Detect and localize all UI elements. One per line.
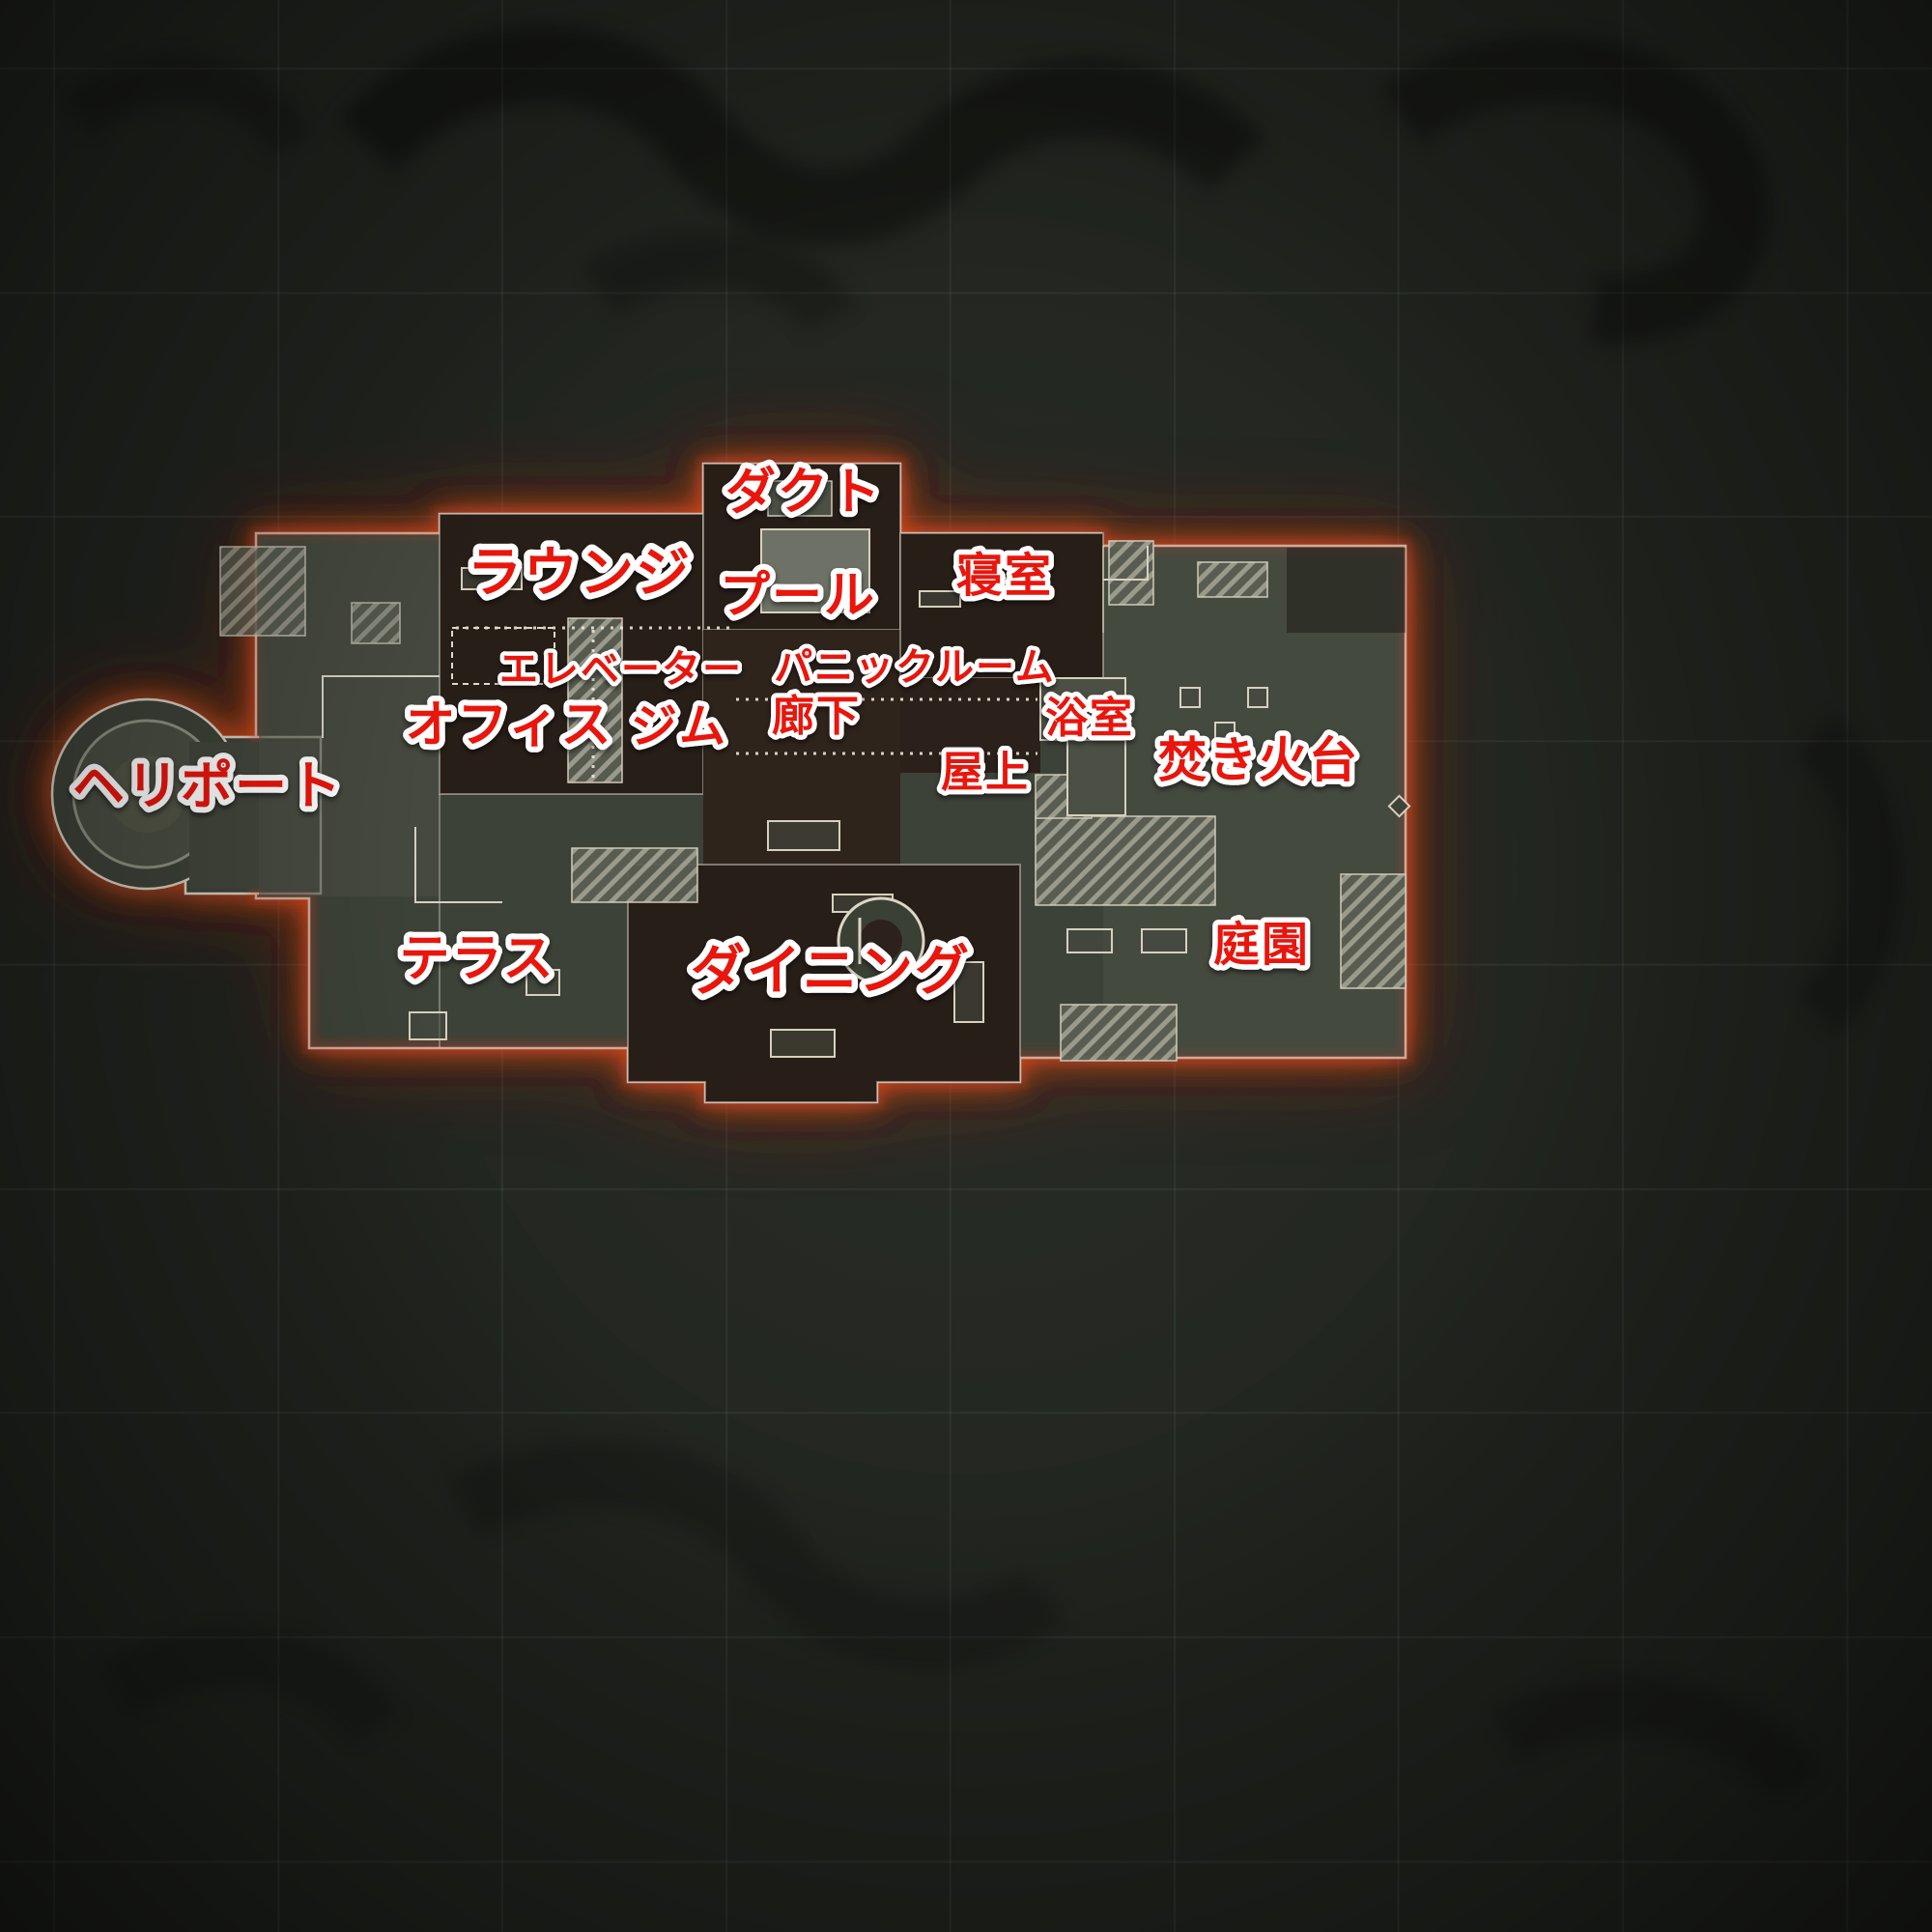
callout-office: オフィス [406,697,613,753]
callout-lounge: ラウンジ [468,542,692,603]
callout-panic-room: パニックルーム [774,646,1056,689]
callout-fire-pit: 焚き火台 [1158,733,1359,787]
callout-duct: ダクト [725,465,882,521]
callout-rooftop: 屋上 [941,749,1030,796]
callout-dining: ダイニング [691,940,971,1001]
callout-bedroom: 寝室 [956,551,1053,602]
callout-hallway: 廊下 [772,693,861,740]
callout-elevator: エレベーター [499,648,743,691]
callout-garden: 庭園 [1213,920,1310,971]
callout-terrace: テラス [400,931,555,987]
callout-gym: ジム [631,701,727,753]
callout-pool: プール [720,568,876,624]
fire-pit-stairs [1035,815,1216,906]
callout-bathroom: 浴室 [1045,694,1134,742]
callout-heliport: ヘリポート [72,757,343,815]
